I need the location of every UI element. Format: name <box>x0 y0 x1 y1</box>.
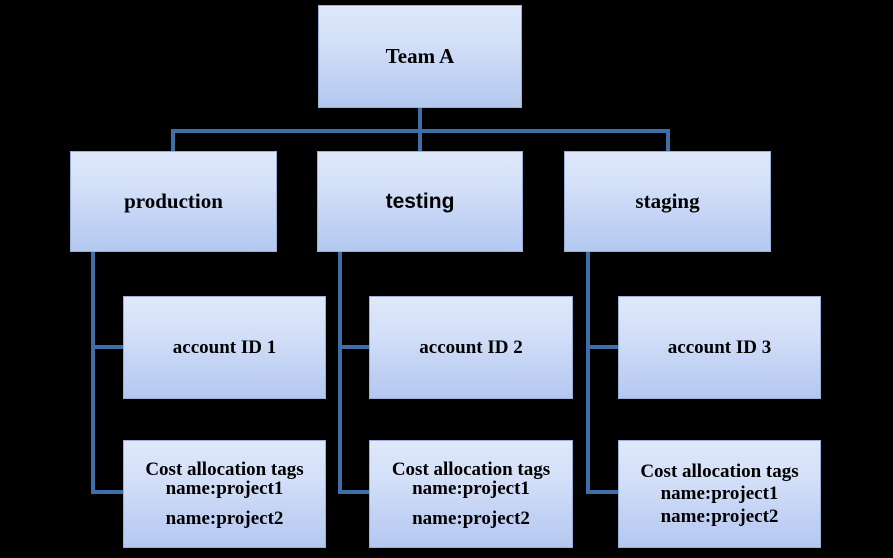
node-team-a-label: Team A <box>385 43 455 68</box>
connector-staging-tags <box>586 490 620 494</box>
node-testing-label: testing <box>385 189 455 213</box>
node-cost-allocation-tags-1[interactable]: Cost allocation tags name:project1 name:… <box>123 440 326 548</box>
node-cost-allocation-tags-2-label: Cost allocation tags name:project1 name:… <box>370 459 572 530</box>
connector-testing-tags <box>338 490 371 494</box>
node-production-label: production <box>124 188 223 213</box>
connector-drop-testing <box>418 129 422 153</box>
connector-testing-account <box>338 345 371 349</box>
tags-1-tag-1: name:project1 <box>165 477 284 499</box>
node-account-id-3[interactable]: account ID 3 <box>618 296 821 399</box>
connector-production-tags <box>91 490 125 494</box>
connector-drop-production <box>171 129 175 153</box>
node-team-a[interactable]: Team A <box>318 5 522 108</box>
node-cost-allocation-tags-1-label: Cost allocation tags name:project1 name:… <box>124 459 325 530</box>
connector-team-a-trunk <box>418 107 422 133</box>
node-account-id-2[interactable]: account ID 2 <box>369 296 573 399</box>
node-staging-label: staging <box>635 188 700 213</box>
node-account-id-1-label: account ID 1 <box>172 336 277 358</box>
tags-3-tag-2: name:project2 <box>660 505 779 527</box>
tags-1-title: Cost allocation tags <box>145 458 304 480</box>
connector-testing-spine <box>338 251 342 494</box>
tags-3-tag-1: name:project1 <box>660 483 779 505</box>
connector-drop-staging <box>666 129 670 153</box>
connector-production-spine <box>91 251 95 494</box>
node-account-id-1[interactable]: account ID 1 <box>123 296 326 399</box>
tags-2-tag-1: name:project1 <box>412 477 530 499</box>
node-cost-allocation-tags-3[interactable]: Cost allocation tags name:project1 name:… <box>618 440 821 548</box>
tags-2-tag-2: name:project2 <box>412 508 530 530</box>
tags-1-tag-2: name:project2 <box>165 508 284 530</box>
node-staging[interactable]: staging <box>564 151 771 252</box>
tags-2-title: Cost allocation tags <box>391 458 551 480</box>
connector-staging-account <box>586 345 620 349</box>
tags-3-title: Cost allocation tags <box>640 461 799 483</box>
connector-staging-spine <box>586 251 590 494</box>
node-testing[interactable]: testing <box>317 151 523 252</box>
node-account-id-2-label: account ID 2 <box>419 336 523 358</box>
connector-production-account <box>91 345 125 349</box>
node-cost-allocation-tags-3-label: Cost allocation tags name:project1 name:… <box>619 460 820 528</box>
node-production[interactable]: production <box>70 151 277 252</box>
node-cost-allocation-tags-2[interactable]: Cost allocation tags name:project1 name:… <box>369 440 573 548</box>
node-account-id-3-label: account ID 3 <box>667 336 772 358</box>
